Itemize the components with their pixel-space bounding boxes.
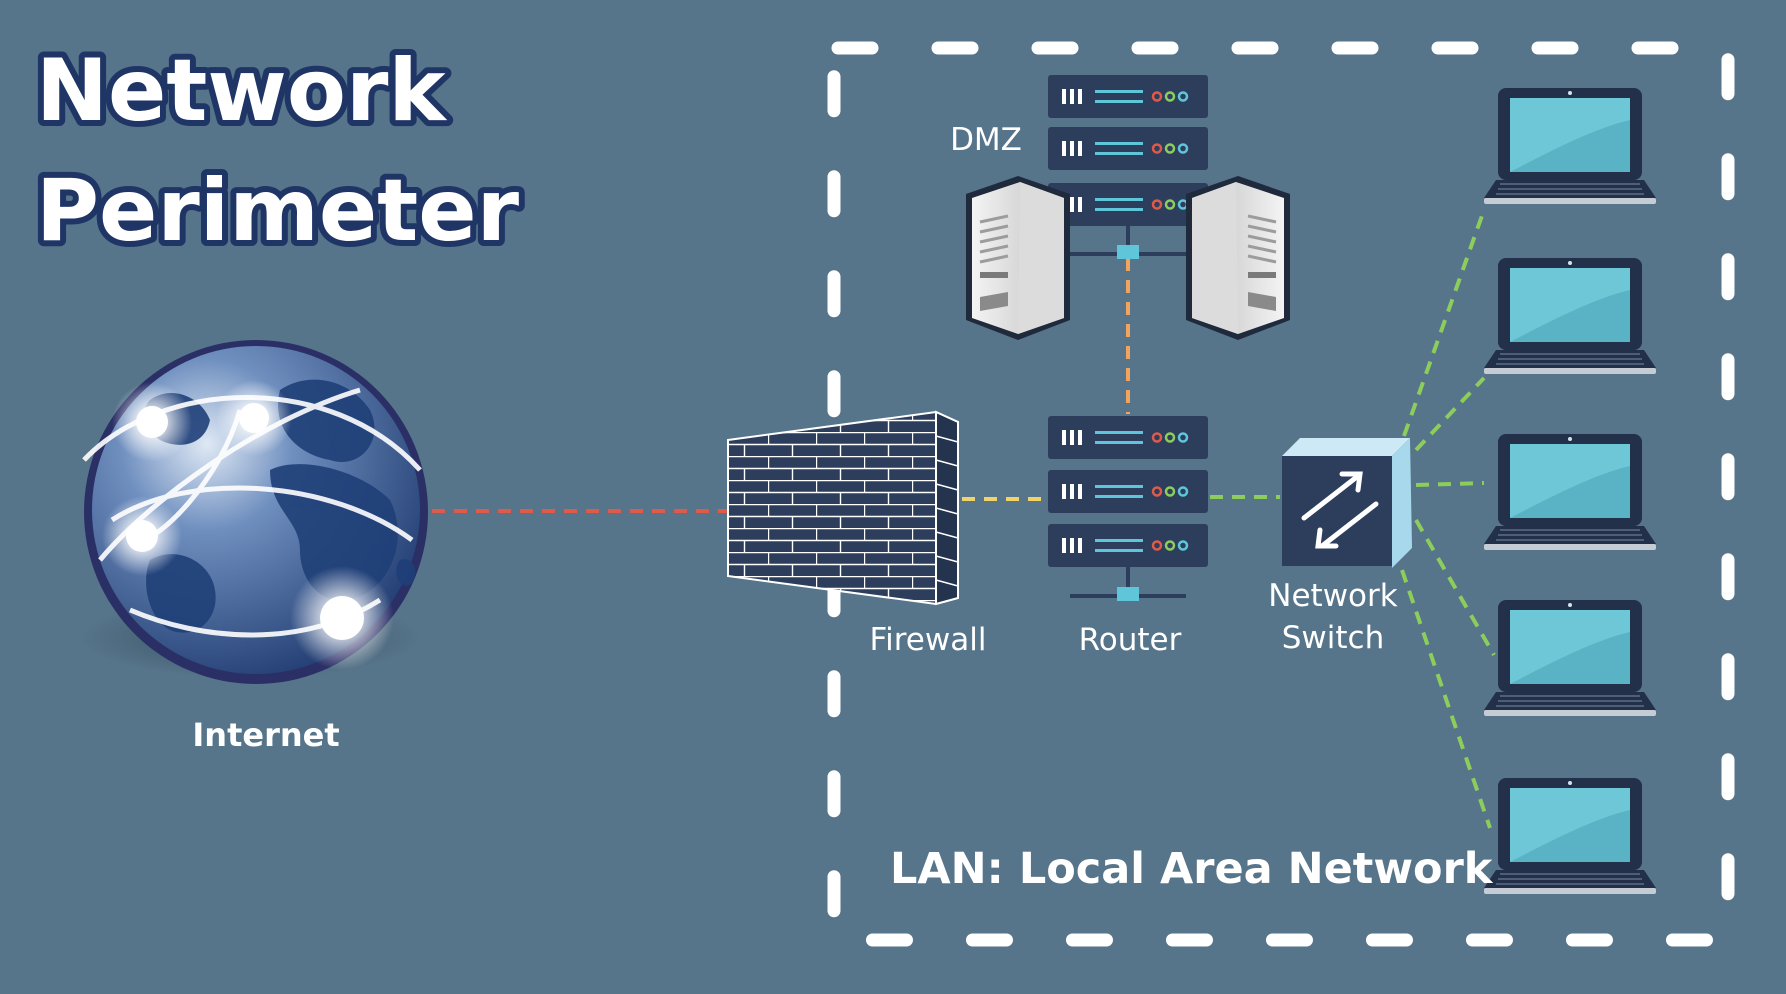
server-rack-icon	[1046, 73, 1210, 259]
switch-laptop-link-5	[1400, 569, 1492, 829]
connections	[432, 209, 1496, 829]
internet-label: Internet	[192, 716, 339, 754]
network-switch-icon	[1282, 438, 1412, 568]
laptops	[1483, 87, 1657, 895]
title-line-2: Perimeter	[36, 161, 520, 261]
lan-label: LAN: Local Area Network	[890, 844, 1494, 894]
switch-label-line-1: Network	[1268, 578, 1397, 614]
laptop-icon-1	[1483, 87, 1657, 205]
laptop-icon-4	[1483, 599, 1657, 717]
switch-label-line-2: Switch	[1282, 620, 1385, 656]
laptop-icon-2	[1483, 257, 1657, 375]
globe-icon	[80, 340, 428, 684]
router-label: Router	[1079, 622, 1182, 658]
switch-laptop-link-1	[1402, 209, 1486, 437]
switch-laptop-link-2	[1414, 376, 1486, 452]
server-tower-icon-right	[1184, 174, 1292, 342]
firewall-label: Firewall	[870, 622, 987, 658]
title-line-1: Network	[36, 41, 447, 141]
laptop-icon-5	[1483, 777, 1657, 895]
switch-laptop-link-4	[1414, 518, 1496, 657]
router-icon	[1046, 414, 1210, 601]
switch-laptop-links	[1400, 209, 1496, 829]
page-title: Network Perimeter	[30, 35, 526, 267]
laptop-icon-3	[1483, 433, 1657, 551]
dmz-label: DMZ	[950, 122, 1022, 158]
firewall-icon	[727, 410, 959, 606]
switch-laptop-link-3	[1415, 481, 1485, 487]
server-tower-icon-left	[964, 174, 1072, 342]
